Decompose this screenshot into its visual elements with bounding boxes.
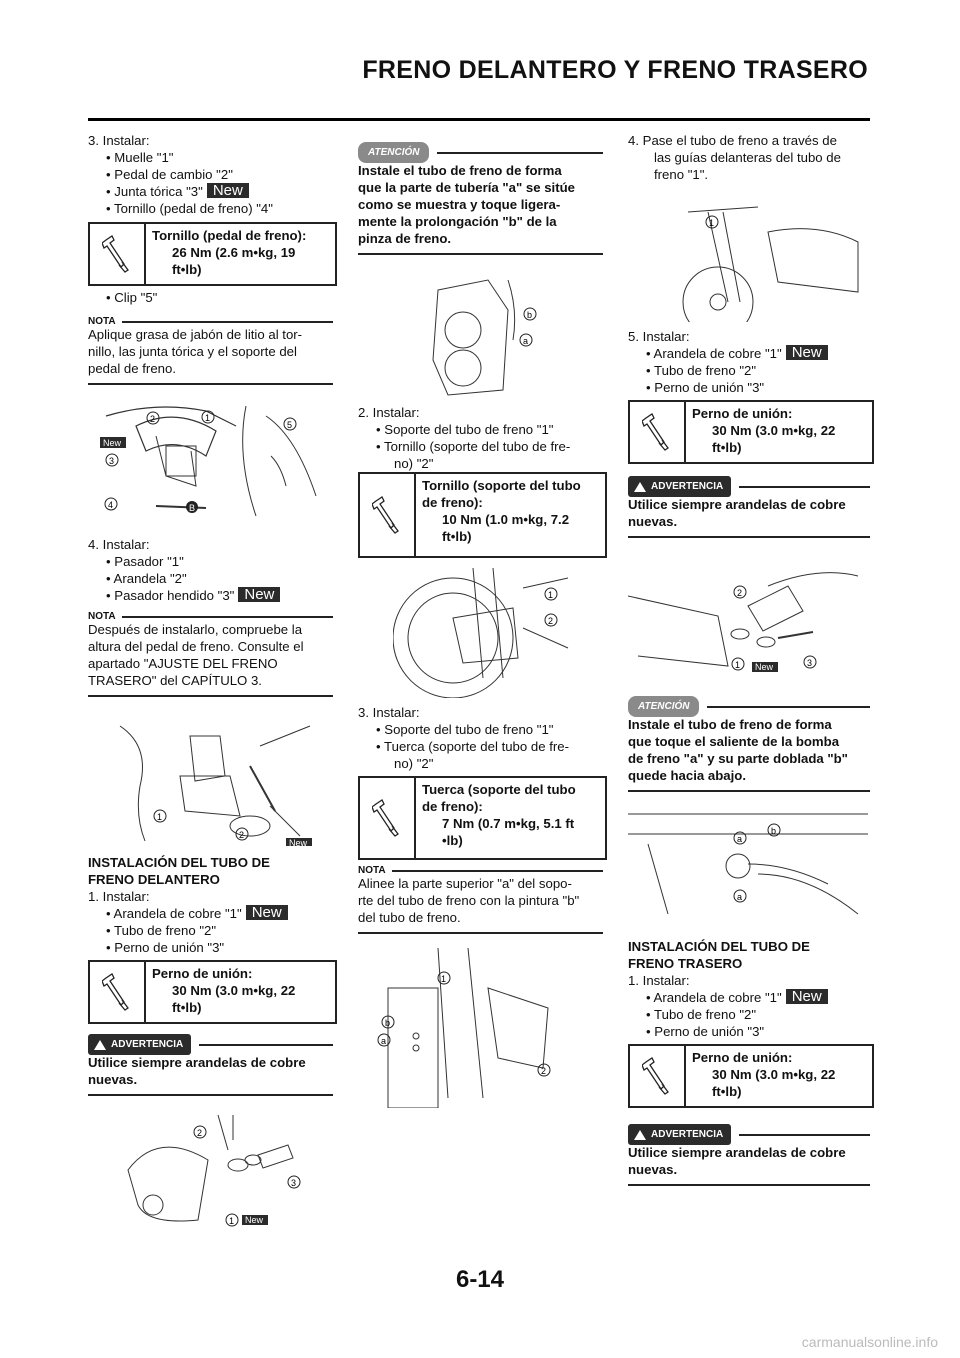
new-badge: New bbox=[245, 905, 288, 920]
warning-header: ADVERTENCIA bbox=[88, 1034, 333, 1055]
warning-header: ADVERTENCIA bbox=[628, 1124, 870, 1145]
nota-text: Alinee la parte superior "a" del sopo- r… bbox=[358, 875, 603, 934]
torque-spec-box: Tornillo (pedal de freno): 26 Nm (2.6 m•… bbox=[88, 222, 337, 286]
front-caliper-union-illustration: 2 3 1 New bbox=[127, 1114, 301, 1227]
warning-text: Utilice siempre arandelas de cobre nueva… bbox=[628, 496, 870, 538]
list-item: • Pedal de cambio "2" bbox=[106, 167, 233, 182]
section-title: INSTALACIÓN DEL TUBO DE FRENO DELANTERO bbox=[88, 855, 270, 887]
list-item: • Tornillo (pedal de freno) "4" bbox=[106, 201, 273, 216]
svg-text:4: 4 bbox=[108, 500, 113, 510]
rear-master-cylinder-union-illustration: 2 1 3 New bbox=[628, 572, 859, 672]
svg-text:a: a bbox=[737, 834, 742, 844]
svg-text:3: 3 bbox=[109, 456, 114, 466]
svg-text:b: b bbox=[527, 310, 532, 320]
warning-text: Utilice siempre arandelas de cobre nueva… bbox=[88, 1054, 333, 1096]
page-number: 6-14 bbox=[455, 1266, 505, 1293]
torque-wrench-icon bbox=[90, 962, 146, 1022]
svg-text:a: a bbox=[737, 892, 742, 902]
svg-text:New: New bbox=[245, 1215, 264, 1225]
svg-text:2: 2 bbox=[541, 1066, 546, 1076]
svg-text:1: 1 bbox=[229, 1216, 234, 1226]
svg-text:1: 1 bbox=[205, 413, 210, 423]
step-1-list: 1. Instalar: • Arandela de cobre "1"New … bbox=[88, 888, 333, 956]
attention-header: ATENCIÓN bbox=[358, 142, 603, 163]
torque-wrench-icon bbox=[90, 224, 146, 284]
new-badge: New bbox=[238, 587, 281, 602]
svg-text:b: b bbox=[771, 826, 776, 836]
svg-text:New: New bbox=[755, 662, 774, 672]
torque-wrench-icon bbox=[630, 402, 686, 462]
list-item: • Clip "5" bbox=[106, 290, 158, 305]
torque-wrench-icon bbox=[630, 1046, 686, 1106]
nota-text: Después de instalarlo, compruebe la altu… bbox=[88, 621, 333, 697]
svg-text:b: b bbox=[385, 1018, 390, 1028]
svg-text:2: 2 bbox=[197, 1128, 202, 1138]
step-4-list: 4. Instalar: • Pasador "1" • Arandela "2… bbox=[88, 536, 333, 604]
svg-text:3: 3 bbox=[807, 658, 812, 668]
step-3-list: 3. Instalar: • Muelle "1" • Pedal de cam… bbox=[88, 132, 333, 217]
brake-pedal-illustration: 2 1 5 3 4 New B bbox=[100, 405, 317, 517]
step-5-list: 5. Instalar: • Arandela de cobre "1"New … bbox=[628, 328, 870, 396]
front-caliper-illustration: b a bbox=[432, 279, 537, 396]
watermark[interactable]: carmanualsonline.info bbox=[801, 1334, 938, 1350]
svg-text:1: 1 bbox=[709, 218, 714, 228]
torque-wrench-icon bbox=[360, 474, 416, 556]
warning-text: Utilice siempre arandelas de cobre nueva… bbox=[628, 1144, 870, 1186]
svg-text:1: 1 bbox=[548, 590, 553, 600]
nota-header: NOTA bbox=[88, 313, 333, 330]
header-rule bbox=[88, 118, 870, 121]
motorcycle-front-illustration: 1 bbox=[682, 206, 859, 322]
svg-text:2: 2 bbox=[548, 616, 553, 626]
new-badge: New bbox=[785, 345, 828, 360]
warning-icon bbox=[634, 1129, 646, 1140]
svg-text:New: New bbox=[103, 438, 122, 448]
section-title: INSTALACIÓN DEL TUBO DE FRENO TRASERO bbox=[628, 939, 810, 971]
new-badge: New bbox=[785, 989, 828, 1004]
step-2-list: 2. Instalar: • Soporte del tubo de freno… bbox=[358, 405, 571, 471]
step-1-list: 1. Instalar: • Arandela de cobre "1"New … bbox=[628, 972, 870, 1040]
svg-text:2: 2 bbox=[239, 830, 244, 840]
torque-spec-box: Perno de unión: 30 Nm (3.0 m•kg, 22 ft•l… bbox=[628, 1044, 874, 1108]
hose-holder-paint-illustration: 1 b a 2 bbox=[377, 948, 551, 1108]
attention-header: ATENCIÓN bbox=[628, 696, 870, 717]
torque-wrench-icon bbox=[360, 778, 416, 858]
nota-text: Aplique grasa de jabón de litio al tor- … bbox=[88, 326, 333, 385]
svg-text:1: 1 bbox=[735, 660, 740, 670]
attention-text: Instale el tubo de freno de forma que la… bbox=[358, 162, 603, 255]
step-title: 3. Instalar: bbox=[88, 133, 150, 148]
nota-header: NOTA bbox=[88, 608, 333, 625]
warning-icon bbox=[634, 481, 646, 492]
rear-hose-routing-illustration: a b a bbox=[628, 813, 868, 915]
svg-text:3: 3 bbox=[291, 1178, 296, 1188]
warning-icon bbox=[94, 1039, 106, 1050]
svg-text:5: 5 bbox=[287, 420, 292, 430]
svg-text:New: New bbox=[289, 838, 308, 846]
svg-text:2: 2 bbox=[737, 588, 742, 598]
torque-spec-box: Tornillo (soporte del tubo de freno): 10… bbox=[358, 472, 607, 558]
svg-text:a: a bbox=[523, 336, 528, 346]
step-3-list: 3. Instalar: • Soporte del tubo de freno… bbox=[358, 705, 570, 771]
svg-text:1: 1 bbox=[157, 812, 162, 822]
attention-text: Instale el tubo de freno de forma que to… bbox=[628, 716, 870, 792]
list-item: • Junta tórica "3" bbox=[106, 184, 203, 199]
step-4-text: 4. Pase el tubo de freno a través de las… bbox=[628, 133, 841, 182]
brake-hose-holder-illustration: 1 2 bbox=[393, 568, 569, 698]
new-badge: New bbox=[206, 183, 249, 198]
nota-header: NOTA bbox=[358, 862, 603, 879]
list-item: • Muelle "1" bbox=[106, 150, 174, 165]
torque-spec-box: Perno de unión: 30 Nm (3.0 m•kg, 22 ft•l… bbox=[88, 960, 337, 1024]
page-title: FRENO DELANTERO Y FRENO TRASERO bbox=[362, 56, 868, 84]
svg-text:1: 1 bbox=[441, 974, 446, 984]
warning-header: ADVERTENCIA bbox=[628, 476, 870, 497]
pedal-pin-illustration: 1 2 New bbox=[119, 725, 312, 846]
svg-text:B: B bbox=[189, 503, 195, 513]
torque-spec-box: Perno de unión: 30 Nm (3.0 m•kg, 22 ft•l… bbox=[628, 400, 874, 464]
torque-spec-box: Tuerca (soporte del tubo de freno): 7 Nm… bbox=[358, 776, 607, 860]
svg-text:2: 2 bbox=[150, 414, 155, 424]
svg-text:a: a bbox=[381, 1036, 386, 1046]
